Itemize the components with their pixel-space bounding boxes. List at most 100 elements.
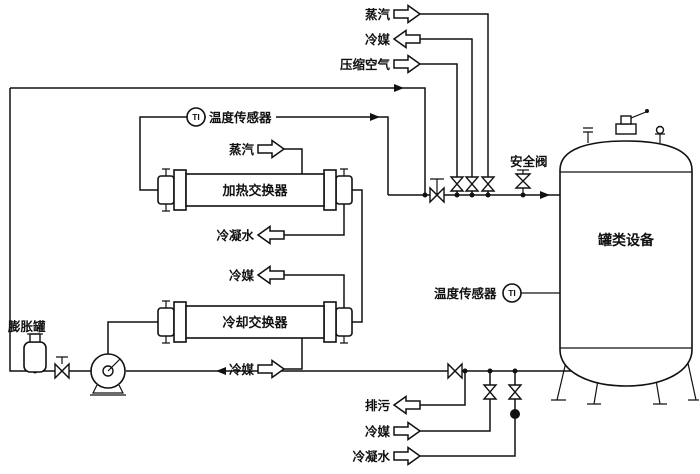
pipe-coolant-return-top [420,38,473,195]
junction-dot [462,368,468,374]
check-gauge-icon [510,409,520,419]
junction-dot [422,192,428,198]
steam-top-label: 蒸汽 [365,7,391,22]
temp-sensor-right: 温度传感器 TI [434,283,522,303]
stream-annotations: 蒸汽 冷媒 压缩空气 蒸汽 冷凝水 冷媒 冷媒 排污 冷媒 冷凝水 [216,4,422,466]
arrow-right-icon [393,446,422,466]
temp-sensor-left: TI 温度传感器 [186,107,276,127]
pump-base [90,384,126,396]
tank-manway [615,109,649,135]
hx2-nozzles [162,300,348,344]
valve-coolant-bottom-icon [482,384,498,400]
condensate-bottom-label: 冷凝水 [352,449,390,464]
valve-steam-drop-icon [480,176,496,192]
valve-air-drop-icon [449,176,465,192]
condensate-hx1-label: 冷凝水 [216,228,254,243]
hx1-nozzles [162,168,348,212]
pipe-compressed-air [420,63,458,195]
tank-seams [560,171,692,349]
pipe-blowdown [420,371,466,406]
expansion-tank: 膨胀罐 [7,319,47,373]
blowdown-label: 排污 [365,398,391,413]
tank-manway-flange [615,123,637,135]
cooling-exchanger: 冷却交换器 [157,300,353,344]
valve-coolant-drop-icon [464,176,480,192]
valve-bottom-main-icon [447,362,463,380]
safety-valve [514,169,532,189]
coolant-bottom-label: 冷媒 [365,424,391,439]
pipe-coolant-bottom [420,371,491,432]
arrow-right-icon [393,54,422,74]
arrow-right-icon [393,4,422,24]
valve-stem-icon [430,178,444,195]
junction-dot [512,368,518,374]
hx2-left-tubesheet [173,301,187,343]
compressed-air-label: 压缩空气 [340,57,391,72]
expansion-tank-label: 膨胀罐 [7,319,46,334]
flow-arrow-icon [216,367,226,375]
safety-valve-body-icon [514,173,532,189]
tank-manway-cap [620,115,632,125]
tank-top-nozzle-right [655,133,665,143]
hx1-right-head [335,175,353,205]
pump-vane [107,358,121,372]
coolant-top-label: 冷媒 [365,32,391,47]
hx2-right-head [335,307,353,337]
coolant-hx2-out-label: 冷媒 [229,268,255,283]
coolant-hx2-in-label: 冷媒 [229,362,255,377]
pipe-steam-supply [420,13,489,195]
pipe-pump-discharge [107,321,158,354]
junction-dot [520,192,526,198]
expansion-tank-body [23,341,47,373]
pipe-hx2-to-hx1 [352,189,363,323]
heating-exchanger-label: 加热交换器 [221,183,288,198]
globe-valve-manifold [429,178,445,204]
flow-arrow-icon [394,84,404,92]
pipe-hx2-coolant-out [284,274,345,308]
temp-sensor-right-label: 温度传感器 [434,286,497,301]
hx1-left-head [157,175,175,205]
valve-stem-icon [56,356,68,364]
hx1-right-tubesheet [323,169,337,211]
valves [54,169,532,419]
hx2-shell [185,305,325,339]
pipe-hx1-steam [284,148,303,174]
arrow-right-icon [393,421,422,441]
expansion-tank-valve [54,356,70,380]
flow-arrows [216,84,550,375]
tank-leg [653,379,667,405]
junction-dot [485,192,491,198]
valve-condensate-bottom-icon [507,384,523,400]
piping-lines [9,13,580,457]
arrow-right-icon [257,139,286,159]
tank-leg [587,379,601,405]
arrow-left-icon [392,395,421,415]
junction-dot [454,192,460,198]
pipe-hx1-condensate [284,204,345,236]
label-backing [206,109,276,125]
tank-vessel: 罐类设备 [551,109,699,405]
tank-top-nozzle-ball [655,125,665,135]
arrow-left-icon [256,265,285,285]
pipe-hx2-coolant-in [284,338,303,370]
pump [90,353,126,396]
pipe-condensate-bottom [420,371,516,457]
tank-top-nozzle-left [583,127,593,143]
valve-body-icon [54,362,70,380]
pipe-hx1-to-manifold [139,116,389,195]
flow-arrow-icon [370,113,380,121]
hx2-left-head [157,307,175,337]
junction-dot [469,192,475,198]
arrow-right-icon [257,359,286,379]
cooling-exchanger-label: 冷却交换器 [222,315,288,330]
arrow-left-icon [256,225,285,245]
heating-exchanger: 加热交换器 [157,168,353,212]
hx2-right-tubesheet [323,301,337,343]
hx1-left-tubesheet [173,169,187,211]
tank-body [559,140,693,387]
junction-dot [487,368,493,374]
ti-tag: TI [508,288,516,298]
tank-manway-lever [630,111,647,119]
